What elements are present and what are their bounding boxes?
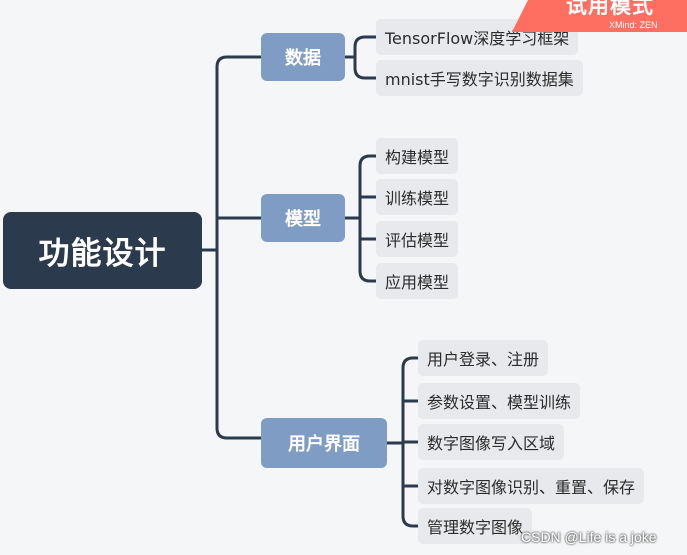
- leaf-topic-recognize-reset-save[interactable]: 对数字图像识别、重置、保存: [418, 468, 645, 504]
- leaf-topic-params-training[interactable]: 参数设置、模型训练: [418, 383, 581, 419]
- branch-topic-data[interactable]: 数据: [261, 33, 345, 81]
- leaf-topic-digit-input-area[interactable]: 数字图像写入区域: [418, 424, 565, 460]
- leaf-topic-evaluate-model[interactable]: 评估模型: [376, 221, 459, 257]
- leaf-topic-tensorflow[interactable]: TensorFlow深度学习框架: [376, 19, 579, 55]
- leaf-topic-build-model[interactable]: 构建模型: [376, 138, 459, 174]
- leaf-topic-train-model[interactable]: 训练模型: [376, 179, 459, 215]
- connector-branch-ui: [385, 356, 420, 528]
- connector-branch-data: [343, 35, 378, 80]
- root-topic[interactable]: 功能设计: [3, 212, 202, 289]
- connector-branch-model: [343, 154, 378, 283]
- trial-mode-brand: XMind: ZEN: [609, 20, 658, 30]
- leaf-topic-mnist[interactable]: mnist手写数字识别数据集: [376, 60, 583, 96]
- connector-root-trunk: [200, 55, 263, 440]
- branch-topic-model[interactable]: 模型: [261, 194, 345, 242]
- leaf-topic-login-register[interactable]: 用户登录、注册: [418, 340, 549, 376]
- trial-mode-badge[interactable]: [512, 0, 687, 32]
- branch-topic-user-interface[interactable]: 用户界面: [261, 418, 387, 468]
- leaf-topic-manage-images[interactable]: 管理数字图像: [418, 508, 533, 544]
- leaf-topic-apply-model[interactable]: 应用模型: [376, 263, 459, 299]
- csdn-watermark: CSDN @Life is a joke: [521, 529, 657, 545]
- trial-mode-title: 试用模式: [566, 0, 654, 18]
